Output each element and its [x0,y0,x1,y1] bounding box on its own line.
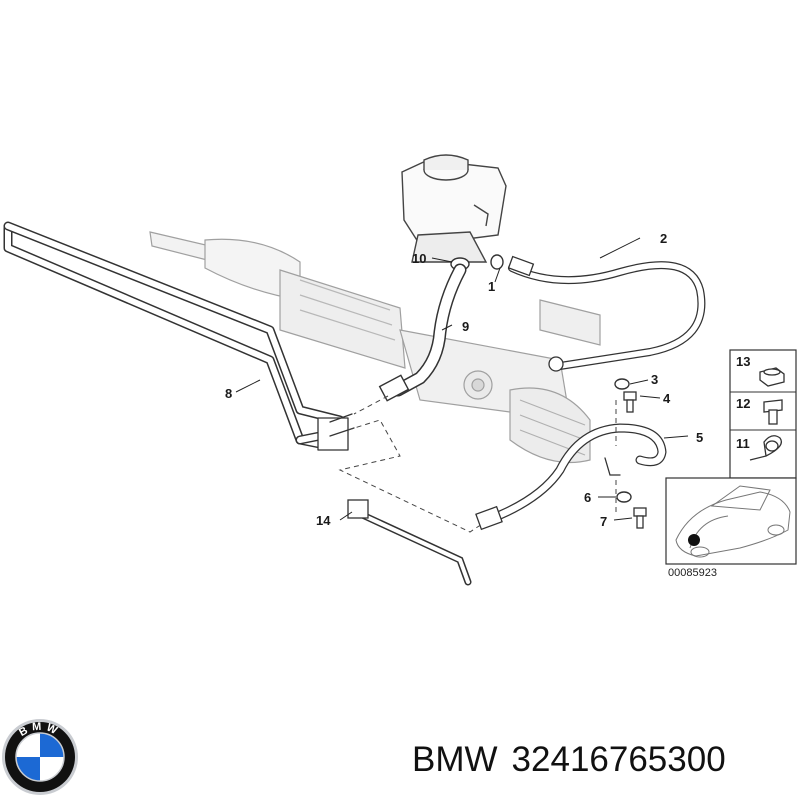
callout-9: 9 [462,319,469,334]
diagram-reference-number: 00085923 [668,567,717,579]
bmw-logo: BMW [2,719,78,795]
callout-3: 3 [651,372,658,387]
clip-11 [749,435,783,461]
assembly-guide-lines [338,395,617,533]
callout-1: 1 [488,279,495,294]
nut-13 [759,367,785,387]
fluid-reservoir [401,154,507,263]
callout-11: 11 [736,436,750,451]
washer-6 [616,491,632,503]
cooling-coil-8 [3,221,355,451]
bolt-12 [763,399,783,425]
callout-7: 7 [600,514,607,529]
brand-name: BMW [412,740,498,779]
callout-8: 8 [225,386,232,401]
callout-13: 13 [736,354,750,369]
location-marker [688,534,700,546]
callout-leaders [235,237,689,521]
callout-5: 5 [696,430,703,445]
part-number: 32416765300 [511,740,726,779]
vehicle-locator-inset: 00085923 [665,477,797,579]
bolt-4 [623,391,637,413]
inset-parts-panel: 13 12 11 [729,349,797,479]
cable-tie-14 [347,499,472,586]
bolt-7 [633,507,647,529]
callout-2: 2 [660,231,667,246]
seal-ring-1 [490,254,504,270]
part-caption: BMW 32416765300 [412,738,726,782]
callout-4: 4 [663,391,671,406]
callouts: 1 2 3 4 5 6 7 8 9 10 14 [225,231,703,529]
hose-9 [378,263,467,402]
pressure-pipe-2 [507,255,706,372]
callout-10: 10 [412,251,426,266]
callout-14: 14 [316,513,331,528]
callout-6: 6 [584,490,591,505]
washer-3 [614,378,630,390]
callout-12: 12 [736,396,750,411]
